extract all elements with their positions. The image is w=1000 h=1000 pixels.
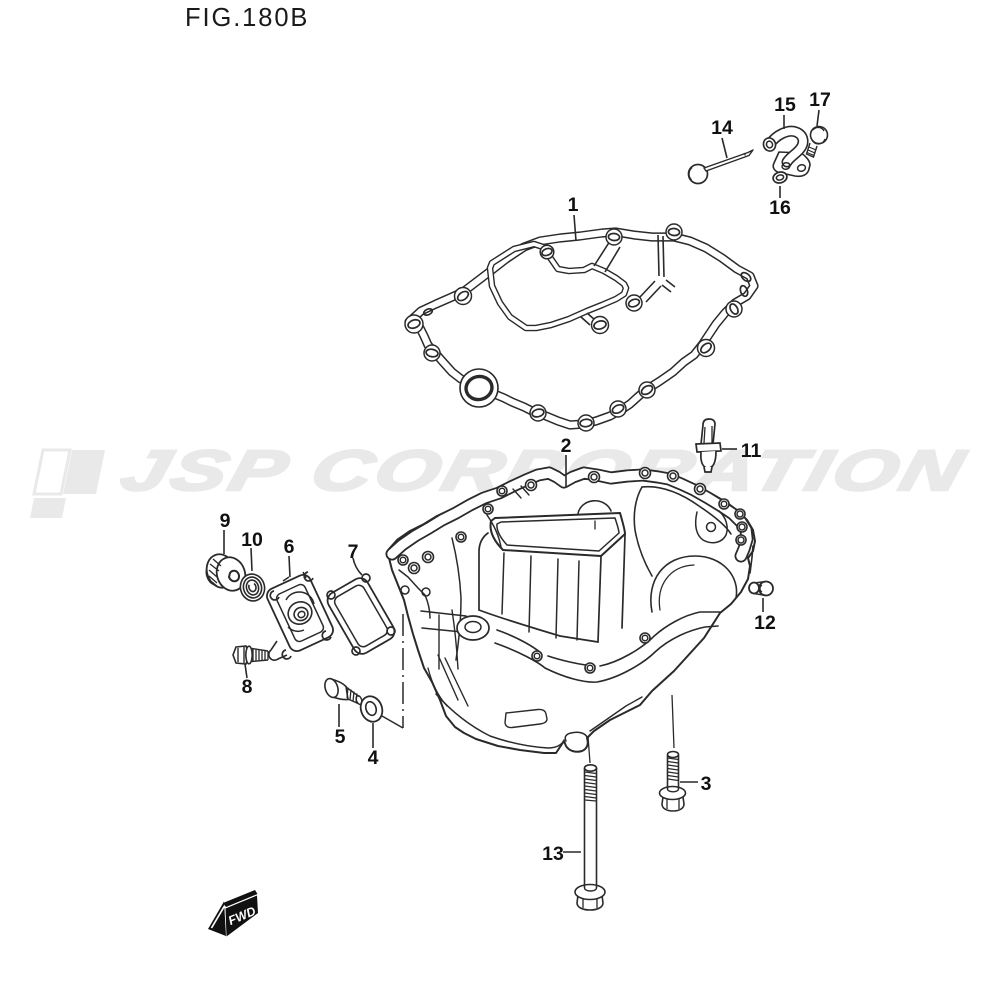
svg-text:17: 17 [809, 89, 831, 111]
svg-text:16: 16 [769, 197, 791, 219]
svg-text:6: 6 [284, 536, 295, 558]
svg-text:12: 12 [754, 612, 776, 634]
svg-text:14: 14 [711, 117, 733, 139]
svg-text:7: 7 [348, 541, 359, 563]
svg-text:11: 11 [741, 440, 762, 462]
svg-text:2: 2 [561, 435, 572, 457]
svg-text:8: 8 [242, 676, 253, 698]
svg-text:10: 10 [241, 529, 263, 551]
svg-text:9: 9 [220, 510, 231, 532]
svg-text:3: 3 [701, 773, 712, 795]
svg-text:5: 5 [335, 726, 346, 748]
svg-text:1: 1 [568, 194, 579, 216]
svg-text:15: 15 [774, 94, 796, 116]
svg-text:4: 4 [368, 747, 379, 769]
svg-text:FIG.180B: FIG.180B [185, 4, 309, 32]
svg-text:13: 13 [542, 843, 564, 865]
